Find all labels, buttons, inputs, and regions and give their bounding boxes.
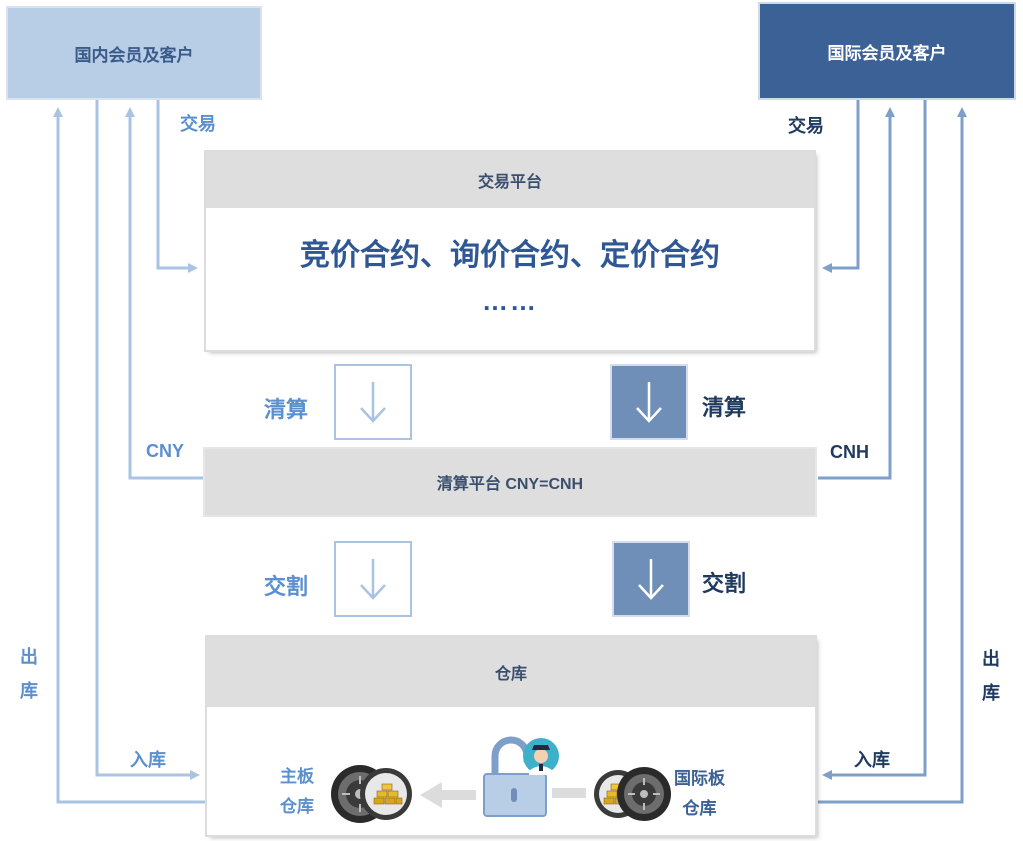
down-arrow-icon (360, 382, 386, 423)
clearing-arrow-left (334, 364, 412, 440)
clearing-platform-bar: 清算平台 CNY=CNH (205, 449, 815, 515)
delivery-label-right: 交割 (702, 571, 747, 596)
trade-label-left: 交易 (180, 114, 216, 134)
cnh-label: CNH (830, 442, 869, 462)
cny-label: CNY (146, 441, 185, 461)
delivery-arrow-left (334, 541, 412, 617)
clearing-arrow-right (610, 364, 688, 440)
guard-avatar-icon (523, 738, 559, 775)
delivery-arrow-right (612, 541, 690, 617)
out-line-right (818, 107, 967, 804)
warehouse-title: 仓库 (494, 666, 527, 683)
vault-door-icon (331, 765, 412, 823)
trading-platform-panel: 交易平台 竞价合约、询价合约、定价合约 …… (206, 152, 814, 350)
clearing-platform-title: 清算平台 CNY=CNH (436, 476, 584, 493)
main-board-warehouse-label: 主板 仓库 (280, 767, 314, 816)
out-label-right: 出 库 (982, 649, 1000, 703)
out-label-left: 出 库 (20, 647, 38, 701)
gold-bars-icon (373, 783, 403, 805)
domestic-members-box: 国内会员及客户 (6, 6, 262, 100)
down-arrow-icon (360, 559, 386, 600)
international-members-box: 国际会员及客户 (758, 2, 1016, 100)
trading-platform-title: 交易平台 (477, 174, 542, 191)
clearing-label-right: 清算 (702, 395, 747, 420)
contract-types: 竞价合约、询价合约、定价合约 (300, 239, 720, 272)
trade-label-right: 交易 (788, 116, 824, 136)
international-board-warehouse-label: 国际板 仓库 (674, 769, 725, 818)
trade-line-left (156, 100, 198, 273)
vault-door-icon (594, 767, 671, 821)
international-members-title: 国际会员及客户 (827, 43, 947, 63)
in-label-right: 入库 (854, 750, 890, 770)
warehouse-header: 仓库 (207, 637, 815, 707)
padlock-icon (483, 736, 547, 817)
delivery-label-left: 交割 (264, 574, 309, 599)
down-arrow-icon (636, 382, 662, 423)
in-line-right (822, 100, 927, 780)
in-line-left (95, 100, 200, 780)
cny-line (125, 107, 205, 480)
clearing-label-left: 清算 (264, 397, 309, 422)
out-line-left (53, 107, 205, 804)
down-arrow-icon (638, 559, 664, 600)
left-arrow-icon (420, 782, 476, 808)
contracts-ellipsis: …… (482, 286, 538, 316)
trade-line-right (822, 100, 860, 273)
trading-platform-header: 交易平台 (206, 152, 814, 208)
vault-connector-bar (552, 788, 586, 798)
in-label-left: 入库 (130, 750, 166, 770)
domestic-members-title: 国内会员及客户 (74, 45, 194, 65)
cnh-line (818, 107, 895, 480)
